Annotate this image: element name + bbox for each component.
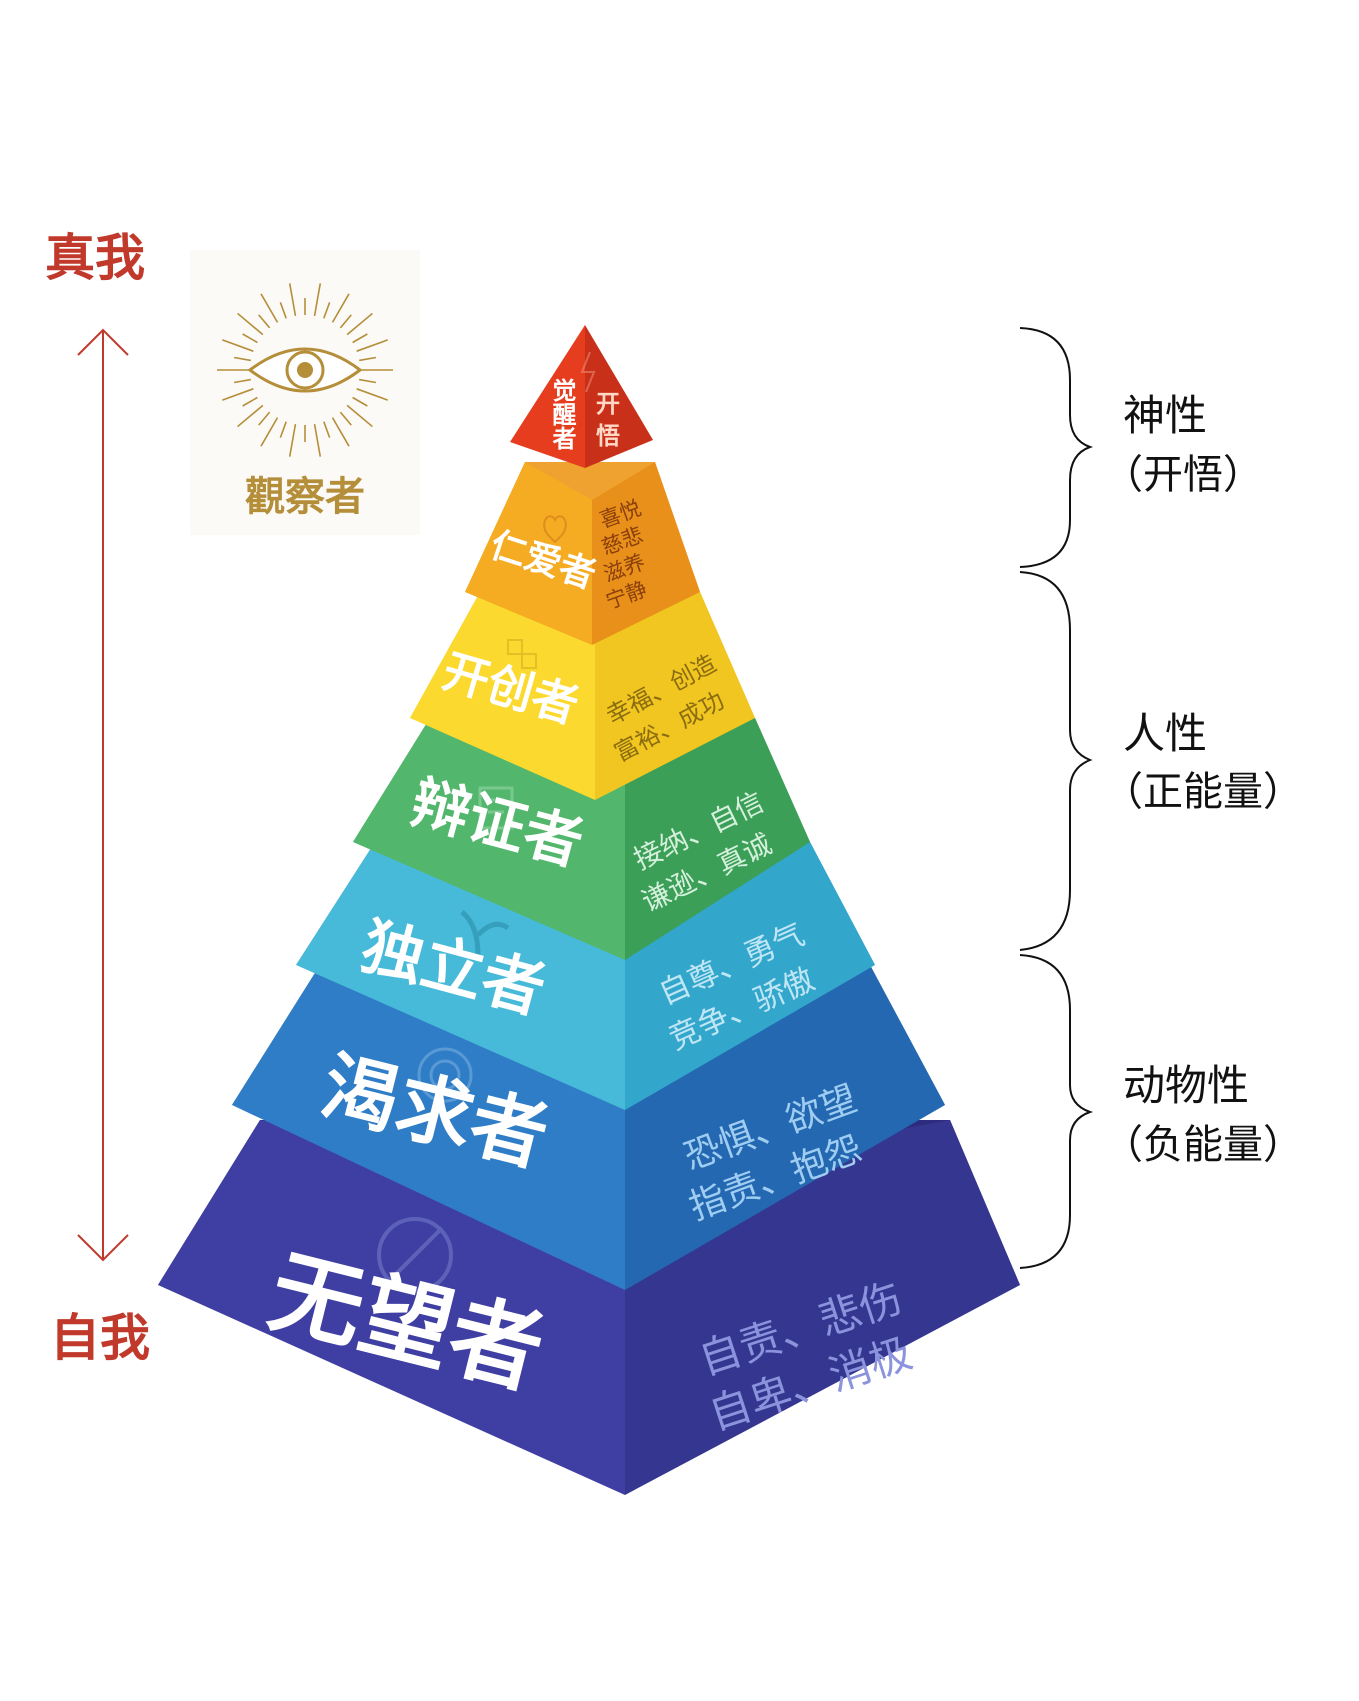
group-animal-title: 动物性	[1123, 1061, 1249, 1110]
radiant-eye-icon	[217, 283, 393, 457]
eye-ray	[339, 314, 352, 329]
eye-ray	[339, 411, 352, 426]
brace-human	[1019, 571, 1093, 951]
eye-ray	[356, 388, 388, 401]
brace-divine	[1019, 327, 1094, 568]
eye-ray	[279, 302, 287, 319]
eye-ray	[237, 404, 264, 428]
axis-top-label: 真我	[45, 229, 145, 287]
level-right-face	[595, 592, 755, 800]
eye-ray	[359, 378, 377, 384]
level-left-face	[410, 592, 595, 800]
eye-ray	[260, 293, 279, 323]
pyramid-level-awakened: 觉醒者 开 悟	[510, 325, 653, 468]
arrow-down-icon	[77, 1234, 129, 1262]
axis-bottom-label: 自我	[50, 1309, 150, 1367]
pyramid-level-pioneer: 开创者 幸福、创造 富裕、成功	[410, 592, 755, 800]
group-human-subtitle: （正能量）	[1103, 769, 1303, 815]
level-traits-char-1: 开	[596, 390, 620, 418]
building-blocks-icon	[507, 639, 537, 669]
eye-iris	[285, 350, 325, 390]
self-axis: 真我 自我	[45, 229, 150, 1367]
eye-ray	[242, 333, 258, 344]
spiral-icon	[417, 1047, 473, 1103]
eye-ray	[323, 302, 331, 319]
level-right-face	[625, 718, 810, 960]
group-divine-subtitle: （开悟）	[1103, 452, 1263, 498]
eye-ray	[359, 356, 377, 362]
eye-ray	[242, 396, 258, 407]
pyramid: 无望者 自责、悲伤 自卑、消极 渴求者 恐惧、欲望 指责、抱怨 独立者	[158, 325, 1020, 1495]
sprout-icon	[460, 910, 510, 956]
eye-ray	[288, 424, 297, 457]
pyramid-level-benevolent: 仁爱者 喜悦 慈悲 滋养 宁静	[465, 462, 700, 645]
group-braces: 神性 （开悟） 人性 （正能量） 动物性 （负能量）	[1019, 327, 1303, 1269]
group-animal-subtitle: （负能量）	[1103, 1122, 1303, 1168]
eye-ray	[346, 404, 373, 428]
eye-ray	[331, 417, 350, 447]
arrow-up-icon	[77, 328, 129, 356]
eye-ray	[233, 356, 251, 362]
broken-circle-icon	[377, 1217, 453, 1293]
eye-ray	[352, 396, 368, 407]
eye-ray	[346, 312, 373, 336]
eye-ray	[331, 293, 350, 323]
eye-ray	[313, 283, 322, 316]
eye-ray	[258, 314, 271, 329]
eye-ray	[222, 339, 254, 352]
eye-ray	[356, 339, 388, 352]
level-left-face	[510, 325, 585, 468]
observer: 觀察者	[190, 250, 420, 535]
level-traits-char-2: 悟	[596, 422, 620, 450]
eye-ray	[237, 312, 264, 336]
eye-ray	[233, 378, 251, 384]
brace-animal	[1019, 954, 1094, 1269]
group-human-title: 人性	[1123, 709, 1207, 758]
eye-ray	[258, 411, 271, 426]
eye-ray	[260, 417, 279, 447]
eye-ray	[323, 421, 331, 438]
eye-pupil	[297, 362, 313, 378]
eye-ray	[352, 333, 368, 344]
level-name: 觉醒者	[548, 378, 576, 450]
level-left-face	[465, 462, 592, 645]
observer-label: 觀察者	[245, 474, 365, 520]
svg-text:觉醒者: 觉醒者	[548, 378, 576, 450]
eye-ray	[313, 424, 322, 457]
eye-ray	[222, 388, 254, 401]
lightning-icon	[580, 351, 596, 393]
group-divine-title: 神性	[1123, 391, 1207, 440]
level-right-face	[592, 462, 700, 645]
eye-ray	[279, 421, 287, 438]
eye-ray	[288, 283, 297, 316]
document-icon	[478, 786, 514, 830]
level-right-face	[585, 325, 653, 468]
heart-icon	[543, 515, 567, 544]
